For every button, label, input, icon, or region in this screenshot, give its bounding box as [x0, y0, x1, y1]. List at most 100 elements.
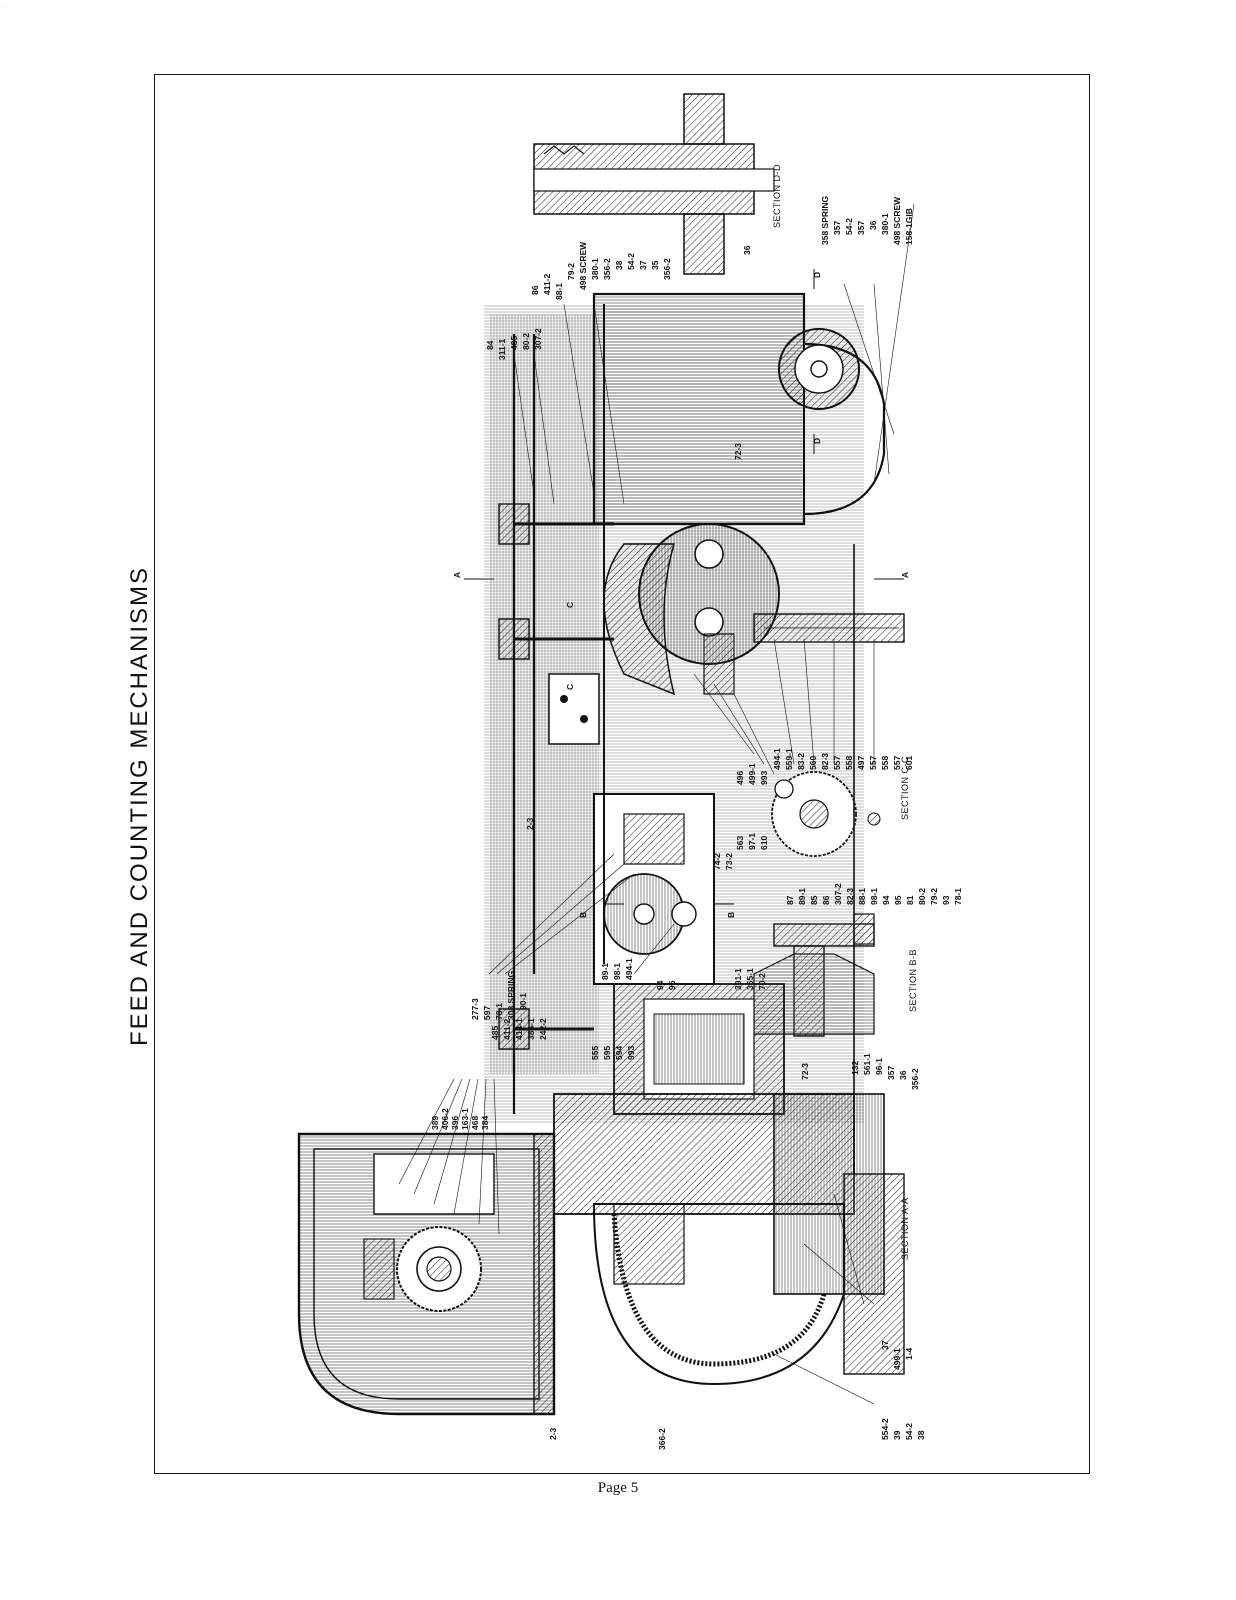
callout-label: 356-2: [602, 258, 612, 280]
callout-label: 560: [808, 755, 818, 770]
callout-label: 36: [898, 1070, 908, 1080]
callout-label: 95: [667, 980, 677, 990]
cut-marker: B: [578, 911, 588, 918]
callout-label: 2-3: [548, 1427, 558, 1440]
callout-label: 597: [482, 1005, 492, 1020]
callout-label: 86: [821, 895, 831, 905]
callout-label: 594: [614, 1045, 624, 1060]
callout-label: 97-1: [747, 832, 757, 850]
callout-label: 357: [886, 1065, 896, 1080]
callout-label: 37: [880, 1340, 890, 1350]
callout-label: 307-2: [833, 883, 843, 905]
section-c-c-drawing: [771, 771, 881, 857]
callout-label: 163-1: [460, 1108, 470, 1130]
callout-label: 85: [809, 895, 819, 905]
callout-label: 391-1: [733, 968, 743, 990]
section-title-c-c: SECTION C-C: [900, 756, 910, 820]
mechanical-drawing: [297, 93, 915, 1416]
cut-marker-lines: [464, 269, 904, 905]
callout-label: 468: [470, 1115, 480, 1130]
callout-label: 98-1: [612, 962, 622, 980]
callout-label: 366-2: [657, 1428, 667, 1450]
callout-label: 80-2: [917, 887, 927, 905]
callout-label: 498 SCREW: [578, 241, 588, 290]
callout-label: 242-2: [538, 1018, 548, 1040]
section-d-d-drawing: [533, 93, 775, 275]
page-number: Page 5: [597, 1480, 639, 1496]
callout-label: 35: [650, 260, 660, 270]
cut-marker: D: [812, 271, 822, 278]
callout-label: 494-1: [772, 748, 782, 770]
callout-label: 36: [868, 220, 878, 230]
callout-label: 70-2: [757, 972, 767, 990]
callout-label: 94: [881, 895, 891, 905]
callout-label: 365-1: [745, 968, 755, 990]
callout-label: 1-4: [904, 1347, 914, 1360]
callout-label: 993: [626, 1045, 636, 1060]
callout-label: 557: [832, 755, 842, 770]
callout-label: 411-2: [502, 1018, 512, 1040]
callout-label: 80-2: [521, 332, 531, 350]
callout-label: 558: [844, 755, 854, 770]
callout-label: 414-1: [514, 1018, 524, 1040]
callout-label: 95: [893, 895, 903, 905]
callout-label: 497: [856, 755, 866, 770]
callout-label: 406-2: [440, 1108, 450, 1130]
callout-label: 86: [530, 285, 540, 295]
counting-mechanism: [548, 673, 715, 985]
section-title-a-a: SECTION A-A: [900, 1197, 910, 1260]
section-a-a-drawing: [553, 983, 905, 1386]
callout-label: 554-2: [880, 1418, 890, 1440]
callout-label: 84: [485, 340, 495, 350]
callout-label: 82-3: [820, 752, 830, 770]
callout-label: 93: [941, 895, 951, 905]
counter-housing: [297, 1132, 556, 1416]
callout-label: 555: [590, 1045, 600, 1060]
callout-label: 396: [450, 1115, 460, 1130]
callout-label: 356-2: [662, 258, 672, 280]
callout-label: 38: [916, 1430, 926, 1440]
callout-label: 54-2: [844, 217, 854, 235]
cut-marker: A: [452, 571, 462, 578]
cut-marker: A: [900, 571, 910, 578]
callout-label: 496: [735, 770, 745, 785]
callout-label: 72-3: [800, 1062, 810, 1080]
callout-label: 90-1: [518, 992, 528, 1010]
callout-label: 79-2: [929, 887, 939, 905]
callout-label: 308 SPRING: [506, 970, 516, 1020]
callout-label: 384: [480, 1115, 490, 1130]
callout-label: 39: [892, 1430, 902, 1440]
callout-label: 558: [880, 755, 890, 770]
page-title: FEED AND COUNTING MECHANISMS: [126, 565, 153, 1046]
callout-label: 610: [759, 835, 769, 850]
callout-label: 72-3: [733, 442, 743, 460]
callout-label: 36: [742, 245, 752, 255]
callout-label: 386-1: [526, 1018, 536, 1040]
callout-label: 380-1: [590, 258, 600, 280]
callout-label: 307-2: [533, 328, 543, 350]
section-title-d-d: SECTION D-D: [772, 164, 782, 228]
callout-label: 81: [905, 895, 915, 905]
callout-label: 563: [735, 835, 745, 850]
callout-label: 78-1: [494, 1002, 504, 1020]
callout-label: 499-1: [892, 1348, 902, 1370]
callout-label: 89-1: [797, 887, 807, 905]
callout-label: 356-2: [910, 1068, 920, 1090]
leader-lines: [398, 203, 915, 1405]
page-border: [154, 74, 1090, 1474]
cut-marker: C: [565, 601, 575, 608]
callout-label: 494-1: [624, 958, 634, 980]
callout-label: 357: [856, 220, 866, 235]
callout-label: 79-2: [566, 262, 576, 280]
callout-label: 73-2: [724, 852, 734, 870]
callout-label: 38: [614, 260, 624, 270]
callout-label: 499-1: [747, 763, 757, 785]
callout-label: 98-1: [869, 887, 879, 905]
callout-label: 37: [638, 260, 648, 270]
callout-label: 158-1GIB: [904, 208, 914, 245]
callout-label: 82-3: [845, 887, 855, 905]
callout-label: 277-3: [470, 998, 480, 1020]
callout-label: 411-2: [542, 273, 552, 295]
callout-label: 559-1: [784, 748, 794, 770]
callout-label: 88-1: [857, 887, 867, 905]
